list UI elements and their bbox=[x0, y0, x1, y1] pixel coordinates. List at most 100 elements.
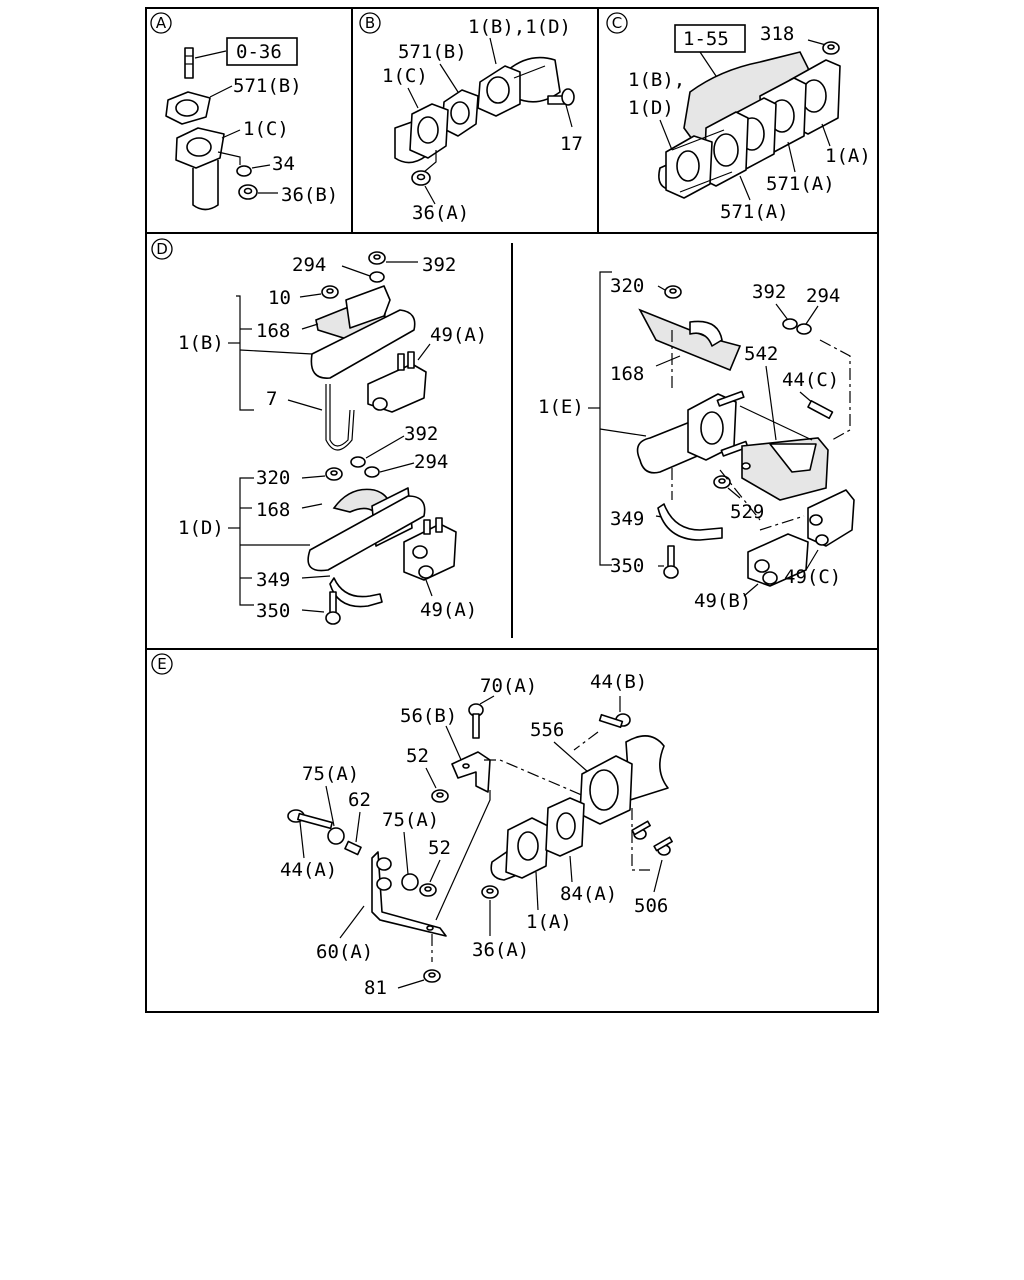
label-c-1d: 1(D) bbox=[628, 97, 674, 119]
label-a-34: 34 bbox=[272, 153, 295, 175]
bracket-60a bbox=[371, 851, 447, 937]
label-e-556: 556 bbox=[530, 719, 564, 741]
label-e-44b: 44(B) bbox=[590, 671, 647, 693]
nut-320-r bbox=[664, 285, 682, 299]
bracket-56b bbox=[451, 751, 491, 793]
bolt-350-low bbox=[325, 591, 341, 625]
label-e-75a-1: 75(A) bbox=[302, 763, 359, 785]
label-dr-349: 349 bbox=[610, 508, 644, 530]
u-bolt-7 bbox=[325, 384, 355, 451]
label-dr-49c: 49(C) bbox=[784, 566, 841, 588]
bracket-49c bbox=[807, 489, 855, 547]
label-d-168-low: 168 bbox=[256, 499, 290, 521]
section-marker-a: A bbox=[156, 14, 167, 32]
label-dr-168: 168 bbox=[610, 363, 644, 385]
bolt-44b bbox=[598, 713, 631, 729]
label-b-17: 17 bbox=[560, 133, 583, 155]
bushing-75a-1 bbox=[327, 827, 345, 845]
label-dr-392: 392 bbox=[752, 281, 786, 303]
label-c-318: 318 bbox=[760, 23, 794, 45]
label-d-1b: 1(B) bbox=[178, 332, 224, 354]
boxed-ref-1-55 bbox=[674, 24, 746, 53]
pipe-flange-1b bbox=[477, 56, 561, 117]
label-d-350-low: 350 bbox=[256, 600, 290, 622]
diagram-frame bbox=[145, 7, 879, 1013]
label-b-1c: 1(C) bbox=[382, 65, 428, 87]
label-e-506: 506 bbox=[634, 895, 668, 917]
label-a-1c: 1(C) bbox=[243, 118, 289, 140]
label-dr-350: 350 bbox=[610, 555, 644, 577]
section-marker-d: D bbox=[156, 240, 168, 258]
section-d-left: D 294 392 10 168 1(B) bbox=[151, 238, 487, 625]
pipe-1e bbox=[636, 390, 749, 474]
label-dr-1e: 1(E) bbox=[538, 396, 584, 418]
washer-294-low bbox=[364, 466, 380, 478]
gasket-84a bbox=[545, 797, 585, 857]
nut-36a-e bbox=[481, 885, 499, 899]
ref-1-55: 1-55 bbox=[683, 28, 729, 50]
section-a: A 0-36 571(B) 1(C) 34 bbox=[150, 12, 338, 211]
pipe-upper bbox=[310, 309, 416, 379]
stud-44c bbox=[807, 400, 834, 420]
label-d-1d: 1(D) bbox=[178, 517, 224, 539]
bracket-542 bbox=[741, 437, 829, 501]
bolt-17 bbox=[547, 88, 575, 106]
ref-0-36: 0-36 bbox=[236, 41, 282, 63]
label-d-392-low: 392 bbox=[404, 423, 438, 445]
pipe-1a-e bbox=[490, 817, 549, 881]
section-marker-b: B bbox=[365, 14, 375, 32]
washer-294-r bbox=[796, 323, 812, 335]
label-e-70a: 70(A) bbox=[480, 675, 537, 697]
bolt-70a bbox=[468, 703, 484, 739]
label-e-75a-2: 75(A) bbox=[382, 809, 439, 831]
nut-529 bbox=[713, 475, 731, 489]
label-d-10: 10 bbox=[268, 287, 291, 309]
nut-10 bbox=[321, 285, 339, 299]
clamp-168-r bbox=[638, 308, 742, 372]
section-e: E 70(A) 44(B) 56(B) 556 52 bbox=[151, 653, 673, 999]
label-a-571b: 571(B) bbox=[233, 75, 302, 97]
label-e-36a: 36(A) bbox=[472, 939, 529, 961]
nut-52-low bbox=[419, 883, 437, 897]
label-c-571a-2: 571(A) bbox=[720, 201, 789, 223]
bushing-75a-2 bbox=[401, 873, 419, 891]
label-e-44a: 44(A) bbox=[280, 859, 337, 881]
collar-62 bbox=[344, 840, 362, 856]
boxed-ref-0-36 bbox=[226, 37, 298, 66]
label-c-1a: 1(A) bbox=[825, 145, 871, 167]
label-d-320-low: 320 bbox=[256, 467, 290, 489]
label-d-294-low: 294 bbox=[414, 451, 448, 473]
nut-392 bbox=[368, 251, 386, 265]
label-d-294-top: 294 bbox=[292, 254, 326, 276]
label-b-36a: 36(A) bbox=[412, 202, 469, 224]
label-d-168-top: 168 bbox=[256, 320, 290, 342]
label-e-56b: 56(B) bbox=[400, 705, 457, 727]
gasket-571b bbox=[165, 91, 211, 125]
label-e-60a: 60(A) bbox=[316, 941, 373, 963]
label-e-52-top: 52 bbox=[406, 745, 429, 767]
nut-52-top bbox=[431, 789, 449, 803]
bolt-44a bbox=[287, 809, 333, 830]
label-dr-294: 294 bbox=[806, 285, 840, 307]
bracket-49a-low bbox=[403, 517, 457, 581]
nut-318 bbox=[822, 41, 840, 55]
label-d-49a-low: 49(A) bbox=[420, 599, 477, 621]
label-e-52-low: 52 bbox=[428, 837, 451, 859]
label-c-571a-1: 571(A) bbox=[766, 173, 835, 195]
bolt-506 bbox=[631, 820, 673, 856]
manifold-body bbox=[683, 51, 841, 187]
flange-556 bbox=[579, 735, 669, 825]
label-dr-542: 542 bbox=[744, 343, 778, 365]
label-a-36b: 36(B) bbox=[281, 184, 338, 206]
pipe-1b-1d-c bbox=[658, 129, 733, 199]
pipe-1c bbox=[175, 127, 225, 211]
label-d-349-low: 349 bbox=[256, 569, 290, 591]
nut-320-low bbox=[325, 467, 343, 481]
label-b-571b: 571(B) bbox=[398, 41, 467, 63]
section-d-right: 320 392 294 1(E) 168 542 44(C) bbox=[538, 271, 855, 612]
washer-294 bbox=[369, 271, 385, 283]
label-dr-49b: 49(B) bbox=[694, 590, 751, 612]
label-e-62: 62 bbox=[348, 789, 371, 811]
washer-392-r bbox=[782, 318, 798, 330]
label-b-1b-1d: 1(B),1(D) bbox=[468, 16, 571, 38]
